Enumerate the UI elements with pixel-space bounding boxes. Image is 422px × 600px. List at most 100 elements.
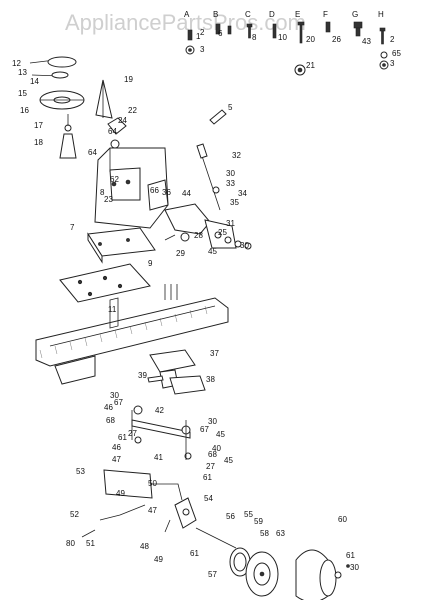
callout-65: 65 [392,49,401,58]
callout-14: 14 [30,77,39,86]
hardware-letter-f: F [323,10,328,19]
callout-80: 80 [66,539,75,548]
callout-62: 62 [110,175,119,184]
callout-61: 61 [118,433,127,442]
callout-6: 6 [218,29,223,38]
hardware-letter-g: G [352,10,358,19]
callout-20: 20 [306,35,315,44]
callout-28: 28 [194,231,203,240]
callout-31: 31 [226,219,235,228]
callout-55: 55 [244,510,253,519]
steering-wheel-assembly [29,56,85,159]
callout-3-2: 3 [390,59,395,68]
callout-11: 11 [108,305,117,314]
callout-27: 27 [128,429,137,438]
hardware-letter-b: B [213,10,218,19]
callout-13: 13 [18,68,27,77]
callout-25: 25 [218,228,227,237]
callout-26: 26 [332,35,341,44]
callout-19: 19 [124,75,133,84]
callout-2-2: 2 [390,35,395,44]
callout-30-2: 30 [240,241,249,250]
hardware-letter-h: H [378,10,384,19]
callout-35: 35 [230,198,239,207]
callout-34: 34 [238,189,247,198]
hardware-letter-a: A [184,10,190,19]
callout-2: 2 [200,28,205,37]
hardware-letter-d: D [269,10,275,19]
callout-47-2: 47 [148,506,157,515]
callout-61-3: 61 [346,551,355,560]
callout-5: 5 [228,103,233,112]
callout-9: 9 [148,259,153,268]
callout-66: 66 [150,186,159,195]
callout-21: 21 [306,61,315,70]
callout-45: 45 [208,247,217,256]
watermark: AppliancePartsPros.com [65,10,306,35]
callout-12: 12 [12,59,21,68]
callout-47: 47 [112,455,121,464]
callout-44: 44 [182,189,191,198]
callout-59: 59 [254,517,263,526]
callout-37: 37 [210,349,219,358]
callout-18: 18 [34,138,43,147]
callout-53: 53 [76,467,85,476]
dash-console [94,147,169,229]
callout-24: 24 [118,116,127,125]
callout-38: 38 [206,375,215,384]
callout-30-4: 30 [208,417,217,426]
callout-46-2: 46 [112,443,121,452]
rear-wheel-assembly [195,527,350,600]
callout-54: 54 [204,494,213,503]
callout-30: 30 [226,169,235,178]
callout-46: 46 [104,403,113,412]
hardware-strip [185,21,389,76]
callout-58: 58 [260,529,269,538]
callout-39: 39 [138,371,147,380]
callout-49-2: 49 [116,489,125,498]
callout-67: 67 [114,398,123,407]
callout-22: 22 [128,106,137,115]
callout-64: 64 [108,127,117,136]
callout-3: 3 [200,45,205,54]
callout-51: 51 [86,539,95,548]
callout-7: 7 [70,223,75,232]
callout-52: 52 [70,510,79,519]
shift-lever-assembly [164,109,252,250]
callout-30-3: 30 [110,391,119,400]
callout-48: 48 [140,542,149,551]
callout-56: 56 [226,512,235,521]
callout-68: 68 [106,416,115,425]
callout-10: 10 [278,33,287,42]
steering-linkage [81,405,197,538]
axle-bracket [147,349,206,395]
callout-64-2: 64 [88,148,97,157]
callout-36: 36 [162,188,171,197]
callout-32: 32 [232,151,241,160]
callout-43: 43 [362,37,371,46]
callout-1: 1 [196,32,201,41]
callout-49: 49 [154,555,163,564]
callout-45-3: 45 [224,456,233,465]
callout-33: 33 [226,179,235,188]
callout-60: 60 [338,515,347,524]
callout-8-2: 8 [252,33,257,42]
callout-68-2: 68 [208,450,217,459]
callout-27-2: 27 [206,462,215,471]
callout-45-2: 45 [216,430,225,439]
callout-30-5: 30 [350,563,359,572]
callout-8: 8 [100,188,105,197]
callout-61-2: 61 [190,549,199,558]
callout-16: 16 [20,106,29,115]
callout-17: 17 [34,121,43,130]
floor-plate [59,263,151,303]
callout-57: 57 [208,570,217,579]
callout-61-4: 61 [203,473,212,482]
callout-42: 42 [155,406,164,415]
callout-23: 23 [104,195,113,204]
main-frame [35,284,229,385]
hardware-letter-c: C [245,10,251,19]
callout-41: 41 [154,453,163,462]
